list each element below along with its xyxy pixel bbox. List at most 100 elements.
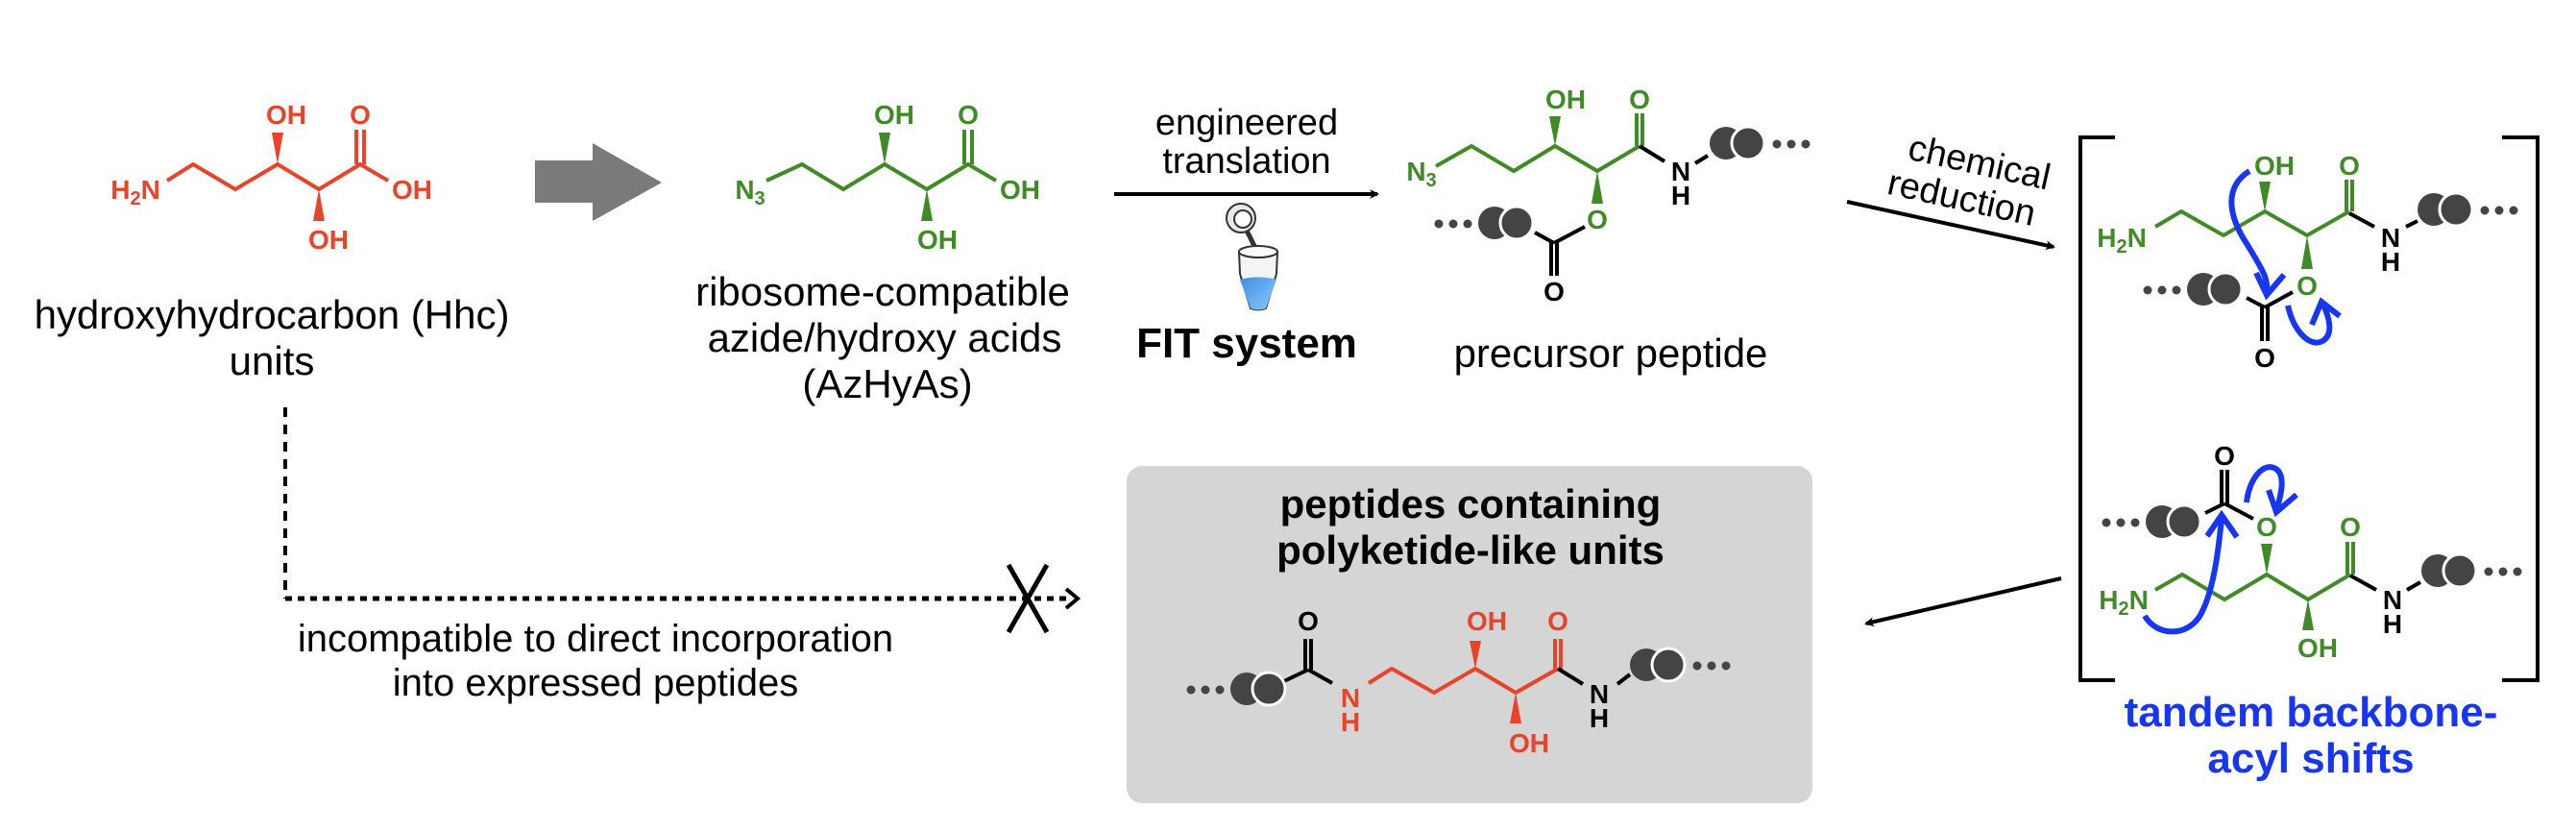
ellipsis-dot-icon: [1786, 139, 1796, 149]
acid-oh-label: OH: [392, 175, 432, 205]
hhc-caption-line2: units: [230, 338, 315, 383]
atom-label-part: H: [2099, 585, 2118, 615]
curved-arrow-o-to-n-acyl-shift: [2228, 168, 2271, 294]
amide-h-label: H: [1671, 181, 1690, 210]
tandem-shift-label-line2: acyl shifts: [2207, 735, 2414, 782]
bead-icon: [2442, 552, 2478, 589]
ellipsis-dot-icon: [1463, 219, 1472, 229]
carbonyl-o-label: O: [1298, 606, 1319, 636]
ellipsis-dot-icon: [2143, 285, 2152, 295]
hydroxyl-label: OH: [1467, 606, 1507, 636]
ellipsis-dot-icon: [1448, 219, 1458, 229]
ellipsis-dot-icon: [2494, 206, 2504, 215]
atom-label-part: N: [735, 175, 754, 205]
hhc-caption-line1: hydroxyhydrocarbon (Hhc): [35, 292, 510, 337]
amide-n-label: N: [2383, 585, 2402, 615]
amide-n-label: N: [2381, 223, 2400, 253]
atom-label-part: 2: [2118, 599, 2128, 620]
product-title-line2: polyketide-like units: [1276, 527, 1665, 573]
product-arrow: [1864, 576, 2062, 627]
curved-arrow-carbonyl: [2285, 301, 2333, 346]
peptide-chain-beads-icon: [1710, 125, 1810, 161]
azide-label: N3: [1406, 157, 1436, 191]
blocked-x-icon: [1006, 563, 1050, 634]
amide-h-label: H: [2383, 609, 2402, 639]
ellipsis-dot-icon: [2102, 518, 2111, 527]
bead-icon: [1498, 205, 1535, 241]
ester-carbonyl-o-label: O: [1543, 277, 1565, 306]
arrowhead-icon: [2253, 271, 2287, 301]
amide-n-label: N: [1341, 683, 1360, 713]
bead-icon: [1251, 671, 1287, 707]
ellipsis-dot-icon: [2157, 285, 2167, 295]
amide-n-label: N: [1590, 679, 1609, 709]
atom-label-part: 2: [2116, 236, 2126, 257]
carbonyl-o-label: O: [1629, 85, 1650, 114]
atom-label-part: 3: [1426, 170, 1437, 191]
atom-label-part: N: [2129, 585, 2149, 615]
reduction-arrow: [1846, 200, 2055, 251]
carbonyl-o-label: O: [1547, 606, 1568, 636]
atom-label-part: N: [141, 175, 160, 205]
hydroxyl-label: OH: [874, 100, 914, 130]
hydroxyl-label: OH: [1545, 85, 1586, 114]
ester-o-label: O: [1587, 205, 1608, 234]
amine-label: H2N: [2097, 223, 2147, 257]
bead-icon: [1650, 647, 1687, 683]
ester-carbonyl-o-label: O: [2254, 343, 2275, 373]
big-gray-arrow: [535, 143, 662, 221]
peptide-chain-beads-icon: [1434, 205, 1535, 241]
carbonyl-o-label: O: [2339, 151, 2360, 181]
bead-icon: [2166, 503, 2202, 540]
curved-arrow-amine-attack: [2142, 518, 2224, 635]
azhyas-caption-line3: (AzHyAs): [802, 361, 972, 406]
amide-n-label: N: [1671, 157, 1690, 186]
bead-icon: [1730, 125, 1766, 161]
left-bracket: [2078, 135, 2115, 682]
carbonyl-o-label: O: [958, 100, 979, 130]
translation-label-line1: engineered: [1155, 103, 1338, 143]
tandem-shift-label-line1: tandem backbone-: [2125, 689, 2498, 736]
atom-label-part: N: [2127, 223, 2147, 253]
amide-h-label: H: [1590, 703, 1609, 733]
ellipsis-dot-icon: [2116, 518, 2126, 527]
arrowhead-icon: [2204, 509, 2240, 539]
arrowhead-icon: [2266, 489, 2298, 518]
ellipsis-dot-icon: [1801, 139, 1810, 149]
peptide-chain-beads-icon: [2421, 552, 2522, 589]
ellipsis-dot-icon: [2484, 567, 2493, 576]
bead-icon: [2438, 191, 2474, 228]
peptide-chain-beads-icon: [1630, 647, 1731, 683]
atom-label-part: 2: [130, 188, 140, 209]
atom-label-part: 3: [755, 188, 766, 209]
atom-label-part: H: [110, 175, 130, 205]
product-molecule: O N H OH O OH N H: [1186, 606, 1731, 758]
hydroxyl-label: OH: [266, 100, 306, 130]
hydroxyl-label: OH: [1509, 728, 1549, 758]
hydroxyl-label: OH: [917, 225, 958, 255]
amide-h-label: H: [1341, 707, 1360, 737]
ellipsis-dot-icon: [1772, 139, 1782, 149]
ellipsis-dot-icon: [1721, 661, 1731, 671]
ellipsis-dot-icon: [2130, 518, 2140, 527]
right-bracket: [2502, 135, 2540, 682]
azhyas-molecule: N3 OH O OH OH: [735, 100, 1040, 255]
ellipsis-dot-icon: [2509, 206, 2518, 215]
intermediate-ester: H2N OH O O N H O: [2097, 151, 2518, 373]
arrowhead-icon: [2309, 297, 2342, 327]
amide-h-label: H: [2381, 247, 2400, 277]
incompatible-label-line1: incompatible to direct incorporation: [298, 618, 893, 660]
azide-label: N3: [735, 175, 765, 209]
azhyas-caption-line2: azide/hydroxy acids: [708, 315, 1062, 360]
precursor-caption: precursor peptide: [1454, 330, 1768, 376]
tube-icon: [1226, 203, 1279, 311]
ellipsis-dot-icon: [2498, 567, 2508, 576]
ester-carbonyl-o-label: O: [2214, 441, 2235, 471]
translation-label-line2: translation: [1162, 141, 1330, 182]
curved-arrow-alkoxide-release: [2244, 464, 2285, 513]
atom-label-part: H: [2097, 223, 2116, 253]
atom-label-part: N: [1406, 157, 1425, 186]
ellipsis-dot-icon: [2480, 206, 2490, 215]
hhc-molecule: H2N OH O OH OH: [110, 100, 432, 255]
